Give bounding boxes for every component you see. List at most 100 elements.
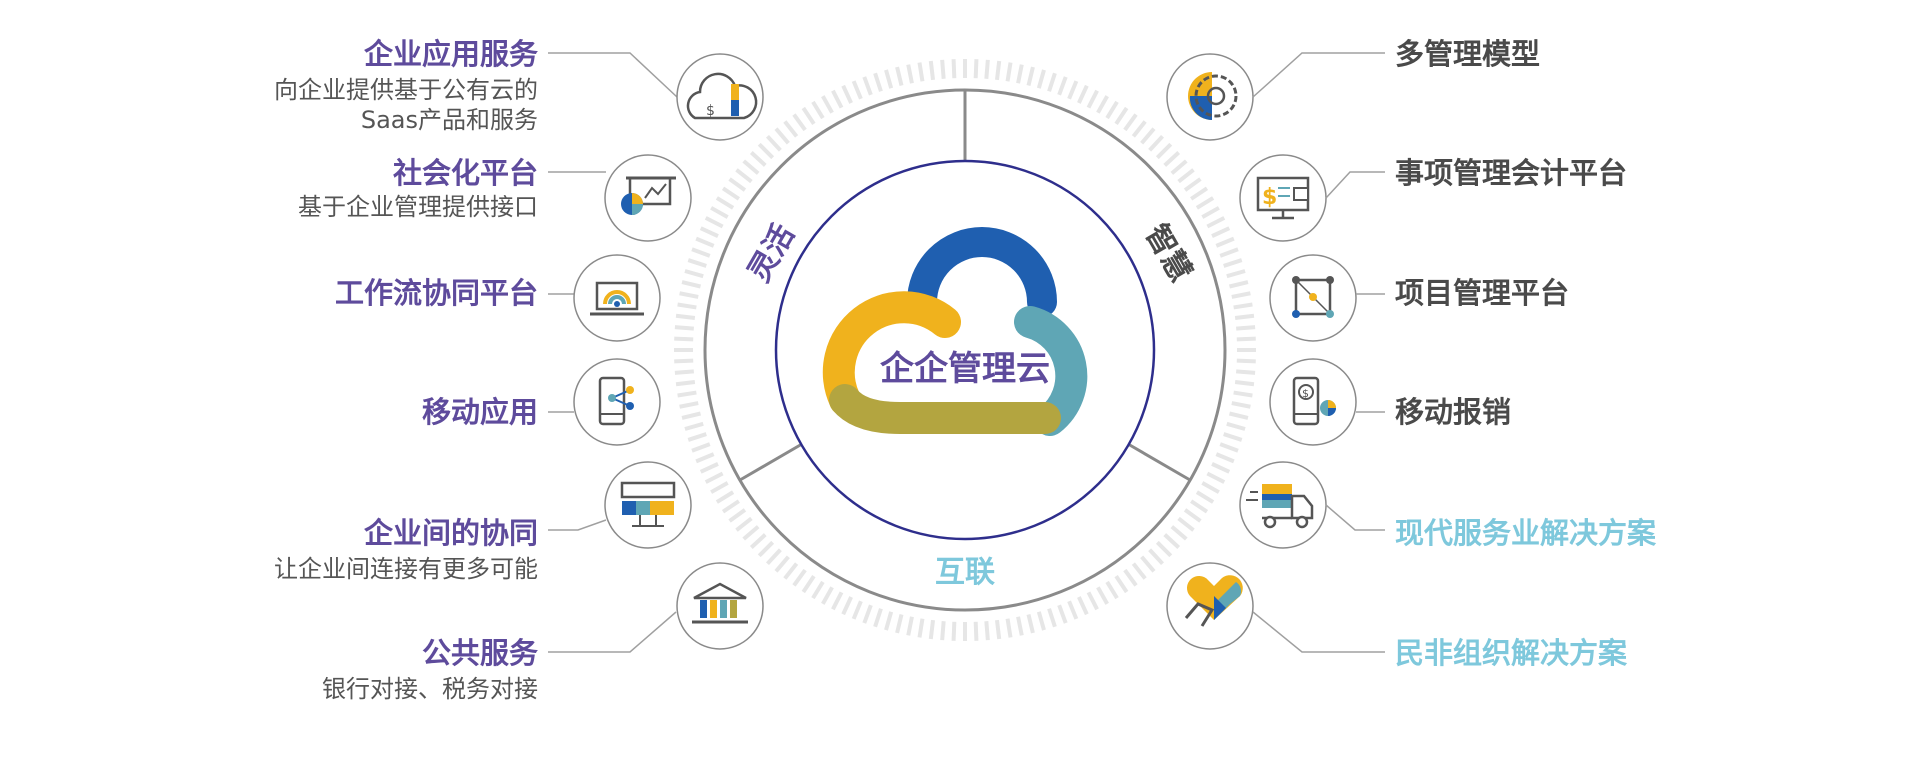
tick-mark bbox=[691, 247, 711, 258]
tick-mark bbox=[841, 596, 853, 616]
tick-mark bbox=[1105, 100, 1119, 120]
tick-mark bbox=[1201, 206, 1220, 219]
tick-mark bbox=[1211, 226, 1231, 238]
tick-mark bbox=[699, 226, 719, 238]
presentation-chart-icon bbox=[621, 176, 676, 215]
tick-mark bbox=[1131, 120, 1147, 138]
tick-mark bbox=[1131, 562, 1147, 580]
connector-line bbox=[548, 52, 678, 98]
tick-mark bbox=[1057, 76, 1068, 96]
tick-mark bbox=[906, 616, 914, 636]
tick-mark bbox=[704, 216, 724, 229]
tick-mark bbox=[742, 159, 760, 175]
tick-mark bbox=[1148, 134, 1164, 152]
tick-mark bbox=[1206, 471, 1226, 484]
tick-mark bbox=[1036, 611, 1046, 631]
tick-mark bbox=[841, 84, 853, 104]
svg-text:$: $ bbox=[706, 103, 715, 119]
left-item-title: 公共服务 bbox=[422, 636, 538, 670]
right-item-3: $ 移动报销 bbox=[1269, 358, 1511, 446]
tick-mark bbox=[1047, 72, 1057, 92]
tick-mark bbox=[1123, 113, 1138, 132]
left-item-title: 企业间的协同 bbox=[364, 516, 538, 550]
tick-mark bbox=[749, 533, 767, 549]
tick-mark bbox=[742, 525, 760, 541]
left-item-desc: Saas产品和服务 bbox=[361, 106, 538, 134]
tick-mark bbox=[821, 95, 834, 114]
connector-line bbox=[1325, 504, 1385, 531]
tick-mark bbox=[984, 621, 990, 641]
tick-mark bbox=[984, 59, 990, 79]
tick-mark bbox=[1226, 269, 1246, 279]
network-nodes-icon bbox=[1292, 276, 1334, 318]
tick-mark bbox=[1140, 555, 1156, 573]
tick-mark bbox=[766, 548, 782, 566]
tick-mark bbox=[1170, 159, 1188, 175]
tick-mark bbox=[687, 432, 707, 442]
tick-mark bbox=[1170, 525, 1188, 541]
right-item-0: 多管理模型 bbox=[1166, 37, 1540, 141]
tick-mark bbox=[1067, 80, 1079, 100]
left-item-4: 企业间的协同 让企业间连接有更多可能 bbox=[274, 461, 692, 583]
tick-mark bbox=[695, 452, 715, 464]
tick-mark bbox=[674, 336, 694, 342]
tick-mark bbox=[783, 120, 799, 138]
tick-mark bbox=[1114, 106, 1129, 125]
tick-mark bbox=[1163, 533, 1181, 549]
tick-mark bbox=[801, 106, 816, 125]
monitor-dollar-lock-icon: $ bbox=[1256, 176, 1310, 220]
laptop-wifi-icon bbox=[590, 281, 644, 316]
right-item-1: $ 事项管理会计平台 bbox=[1239, 154, 1627, 242]
tick-mark bbox=[1236, 336, 1256, 342]
tick-mark bbox=[728, 177, 747, 192]
tick-mark bbox=[928, 619, 936, 640]
tick-mark bbox=[917, 62, 925, 82]
tick-mark bbox=[774, 555, 790, 573]
server-rack-icon bbox=[620, 481, 676, 527]
tick-mark bbox=[710, 206, 729, 219]
tick-mark bbox=[1229, 411, 1249, 420]
tick-mark bbox=[884, 611, 894, 631]
tick-mark bbox=[862, 604, 873, 624]
left-item-desc: 向企业提供基于公有云的 bbox=[274, 76, 538, 104]
tick-mark bbox=[675, 313, 696, 321]
tick-mark bbox=[677, 390, 697, 398]
divider-right bbox=[1127, 442, 1191, 482]
tick-mark bbox=[1077, 84, 1089, 104]
tick-mark bbox=[1067, 600, 1079, 620]
tick-mark bbox=[728, 508, 747, 523]
cloud-logo-icon bbox=[822, 227, 1088, 436]
divider-left bbox=[739, 442, 803, 482]
tick-mark bbox=[1206, 216, 1226, 229]
tick-mark bbox=[1231, 291, 1251, 299]
tick-mark bbox=[906, 64, 914, 84]
tick-mark bbox=[681, 411, 701, 420]
tick-mark bbox=[940, 59, 946, 79]
tick-mark bbox=[1219, 247, 1239, 258]
tick-mark bbox=[691, 442, 711, 453]
tick-mark bbox=[1096, 586, 1109, 605]
tick-mark bbox=[715, 196, 735, 210]
tick-mark bbox=[917, 618, 925, 638]
svg-text:$: $ bbox=[1262, 185, 1277, 210]
tick-mark bbox=[1215, 236, 1235, 248]
tick-mark bbox=[811, 100, 825, 120]
right-item-title: 现代服务业解决方案 bbox=[1395, 516, 1657, 550]
tick-mark bbox=[1223, 432, 1243, 442]
tick-mark bbox=[792, 113, 807, 132]
tick-mark bbox=[1155, 142, 1173, 160]
tick-mark bbox=[721, 499, 740, 514]
tick-mark bbox=[1177, 516, 1195, 532]
right-item-5: 民非组织解决方案 bbox=[1166, 562, 1628, 670]
tick-mark bbox=[1226, 421, 1246, 431]
right-item-title: 事项管理会计平台 bbox=[1395, 156, 1627, 190]
left-item-desc: 基于企业管理提供接口 bbox=[298, 193, 538, 221]
tick-mark bbox=[1211, 462, 1231, 474]
tick-mark bbox=[895, 66, 904, 86]
tick-mark bbox=[940, 621, 946, 641]
tick-mark bbox=[1140, 127, 1156, 145]
cloud-finance-icon: $ bbox=[686, 72, 758, 120]
tick-mark bbox=[973, 59, 979, 79]
left-item-5: 公共服务 银行对接、税务对接 bbox=[322, 562, 764, 703]
